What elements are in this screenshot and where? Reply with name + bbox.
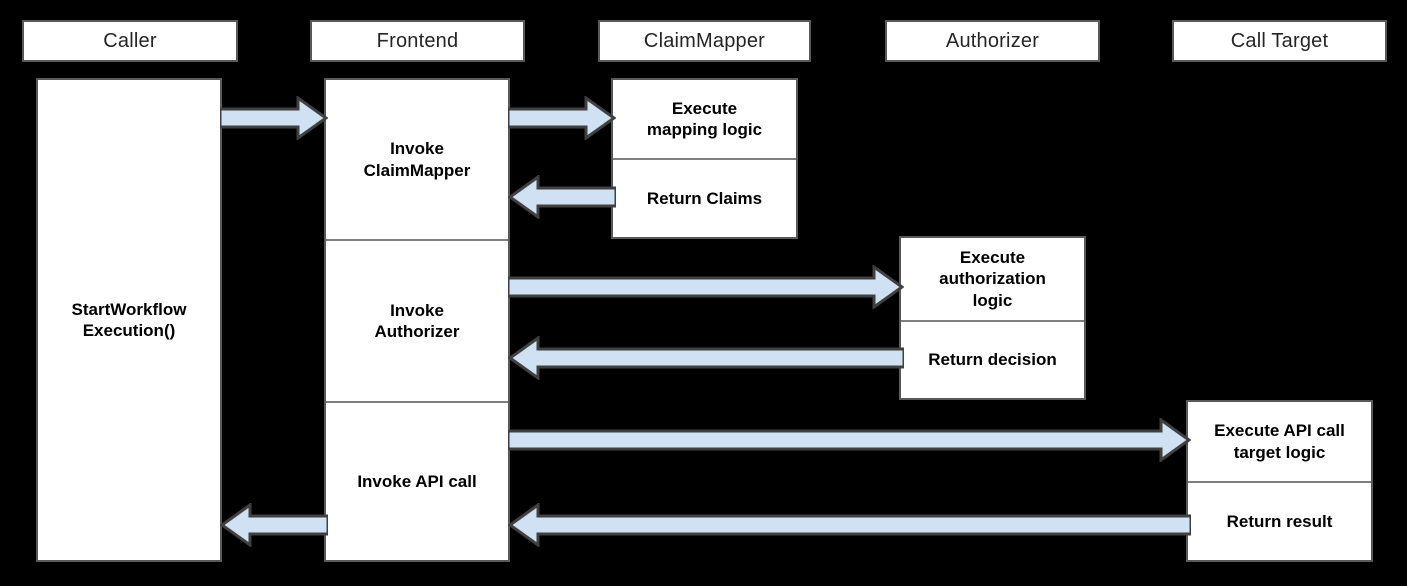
participant-label-claimmapper: ClaimMapper — [643, 29, 766, 52]
activation-calltarget-return-result: Return result — [1188, 481, 1371, 560]
activation-label-line2: Execution() — [82, 321, 176, 340]
activation-label-line1: Execute — [671, 98, 738, 118]
activation-label-line1: Return decision — [928, 350, 1057, 370]
activation-label-line1: StartWorkflow — [71, 299, 187, 319]
participant-label-calltarget: Call Target — [1230, 29, 1329, 52]
activation-authorizer-execute-authorization-logic: Execute authorization logic — [901, 238, 1084, 320]
lifeline-claimmapper: Execute mapping logic Return Claims — [611, 78, 798, 239]
message-arrow-frontend-to-authorizer — [508, 265, 904, 309]
activation-frontend-invoke-claimmapper: Invoke ClaimMapper — [326, 80, 508, 239]
activation-label-line2: mapping logic — [646, 120, 763, 139]
participant-header-calltarget: Call Target — [1172, 20, 1387, 62]
activation-claimmapper-return-claims: Return Claims — [613, 158, 796, 237]
activation-authorizer-return-decision: Return decision — [901, 320, 1084, 398]
activation-label-line1: Return result — [1226, 511, 1333, 531]
message-arrow-frontend-to-caller — [220, 503, 328, 547]
activation-frontend-invoke-api-call: Invoke API call — [326, 401, 508, 560]
activation-label-line1: Invoke — [390, 139, 444, 159]
participant-header-authorizer: Authorizer — [885, 20, 1100, 62]
message-arrow-frontend-to-claimmapper — [508, 96, 616, 140]
lifeline-calltarget: Execute API call target logic Return res… — [1186, 400, 1373, 562]
message-arrow-caller-to-frontend — [220, 96, 328, 140]
activation-caller-start-workflow: StartWorkflow Execution() — [38, 80, 220, 560]
message-arrow-authorizer-to-frontend — [508, 336, 904, 380]
activation-label-line1: Execute — [959, 248, 1026, 268]
activation-calltarget-execute-api-call-target-logic: Execute API call target logic — [1188, 402, 1371, 481]
message-arrow-claimmapper-to-frontend — [508, 175, 616, 219]
message-arrow-frontend-to-calltarget — [508, 418, 1191, 462]
activation-label-line2: target logic — [1233, 442, 1326, 462]
lifeline-authorizer: Execute authorization logic Return decis… — [899, 236, 1086, 400]
activation-label-line1: Invoke API call — [357, 471, 477, 491]
participant-header-frontend: Frontend — [310, 20, 525, 62]
activation-label-line2: ClaimMapper — [363, 160, 471, 180]
participant-label-authorizer: Authorizer — [945, 29, 1040, 52]
message-arrow-calltarget-to-frontend — [508, 503, 1191, 547]
activation-frontend-invoke-authorizer: Invoke Authorizer — [326, 239, 508, 401]
activation-label-line2: authorization — [939, 269, 1046, 289]
activation-claimmapper-execute-mapping-logic: Execute mapping logic — [613, 80, 796, 158]
activation-label-line2: Authorizer — [374, 322, 460, 341]
participant-header-caller: Caller — [22, 20, 238, 62]
lifeline-caller: StartWorkflow Execution() — [36, 78, 222, 562]
activation-label-line1: Execute API call — [1214, 421, 1345, 441]
activation-label-line1: Invoke — [390, 300, 444, 320]
participant-label-frontend: Frontend — [376, 29, 459, 52]
activation-label-line1: Return Claims — [646, 188, 763, 208]
lifeline-frontend: Invoke ClaimMapper Invoke Authorizer Inv… — [324, 78, 510, 562]
activation-label-line3: logic — [972, 290, 1013, 310]
participant-header-claimmapper: ClaimMapper — [598, 20, 811, 62]
participant-label-caller: Caller — [103, 29, 157, 52]
